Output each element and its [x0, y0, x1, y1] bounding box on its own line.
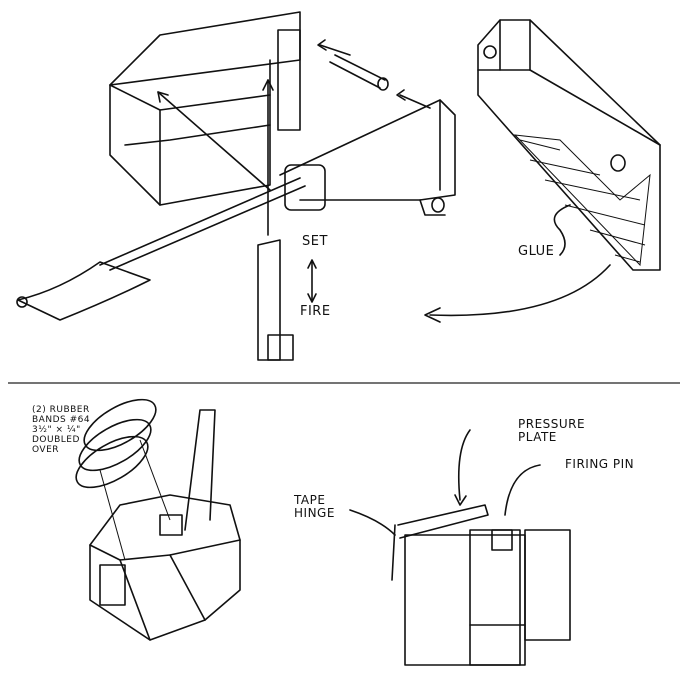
- vertical-post: [257, 239, 294, 361]
- tape-hinge-label: TAPE HINGE: [294, 494, 335, 520]
- arrows: [157, 39, 611, 323]
- set-label: SET: [302, 234, 328, 249]
- tape-hinge-line: HINGE: [294, 506, 335, 520]
- tape-hinge-line: TAPE: [294, 493, 326, 507]
- side-view: [349, 429, 571, 666]
- rubber-bands-line: OVER: [32, 445, 60, 455]
- side-block: [477, 19, 661, 271]
- rubber-bands-line: BANDS #64: [32, 415, 91, 425]
- pressure-plate-label: PRESSURE PLATE: [518, 418, 585, 444]
- glue-label: GLUE: [518, 244, 555, 259]
- rubber-bands-line: DOUBLED: [32, 435, 80, 445]
- rubber-band-assembly: [75, 398, 241, 641]
- firing-pin-label: FIRING PIN: [565, 457, 635, 471]
- fire-label: FIRE: [300, 304, 331, 319]
- pressure-plate-line: PRESSURE: [518, 417, 586, 431]
- pin: [329, 54, 389, 91]
- rubber-bands-label: (2) RUBBER BANDS #64 3½" × ¼" DOUBLED OV…: [32, 405, 90, 455]
- main-block: [109, 11, 301, 206]
- rubber-bands-line: 3½" × ¼": [32, 425, 81, 435]
- firing-arm: [16, 99, 456, 321]
- pressure-plate-line: PLATE: [518, 430, 557, 444]
- rubber-bands-line: (2) RUBBER: [32, 405, 90, 415]
